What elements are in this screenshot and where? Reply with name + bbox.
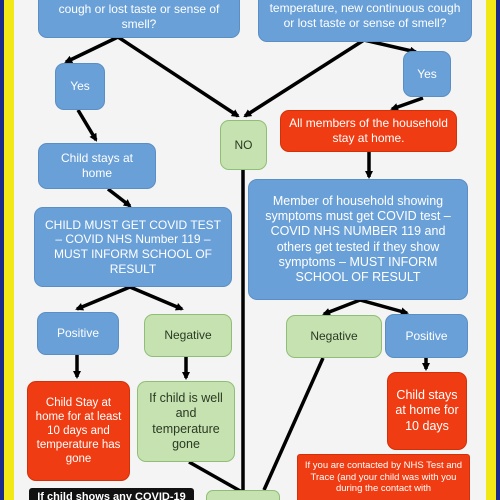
connector-arrows — [64, 35, 430, 494]
child-must-test-box: CHILD MUST GET COVID TEST – COVID NHS Nu… — [34, 207, 232, 287]
arrow-q1-to-no — [117, 35, 240, 118]
no-box: NO — [220, 120, 267, 170]
child-stays-10-days-right-box: Child stays at home for 10 days — [387, 372, 467, 450]
arrow-child-home-to-test — [106, 187, 132, 208]
arrow-q2-to-yes — [363, 38, 418, 55]
child-stays-home-box: Child stays at home — [38, 143, 156, 189]
flowchart-canvas: cough or lost taste or sense of smell? t… — [14, 0, 486, 500]
yes-right-label: Yes — [417, 66, 437, 81]
question-right-text: temperature, new continuous cough or los… — [269, 0, 461, 30]
positive-right-label: Positive — [405, 328, 448, 343]
nhs-contact-note-box: If you are contacted by NHS Test and Tra… — [297, 454, 470, 500]
arrow-test-to-negative-right — [322, 298, 361, 316]
positive-box-left: Positive — [37, 312, 119, 355]
positive-box-right: Positive — [385, 314, 468, 358]
question-box-left: cough or lost taste or sense of smell? — [38, 0, 240, 38]
arrow-test-to-negative-left — [129, 285, 184, 311]
positive-left-label: Positive — [56, 326, 100, 341]
household-stay-home-box: All members of the household stay at hom… — [280, 110, 457, 152]
child-stay-10-days-text: Child Stay at home for at least 10 days … — [35, 396, 122, 466]
negative-right-label: Negative — [310, 329, 358, 344]
arrow-yes-to-household — [390, 96, 424, 111]
child-well-box: If child is well and temperature gone — [137, 381, 235, 462]
question-box-right: temperature, new continuous cough or los… — [258, 0, 472, 42]
yes-box-left: Yes — [55, 63, 105, 110]
household-must-test-text: Member of household showing symptoms mus… — [265, 193, 451, 284]
child-stay-10-days-box: Child Stay at home for at least 10 days … — [27, 381, 130, 481]
bottom-green-box — [206, 490, 280, 500]
arrow-test-to-positive-right — [359, 298, 409, 316]
child-stays-10-days-right-text: Child stays at home for 10 days — [395, 388, 459, 433]
bottom-note-text: If child shows any COVID-19 — [37, 491, 186, 500]
arrow-negative-right-down — [262, 357, 325, 491]
arrow-test-to-positive-left — [75, 285, 131, 311]
question-left-text: cough or lost taste or sense of smell? — [58, 1, 220, 31]
household-must-test-box: Member of household showing symptoms mus… — [248, 179, 468, 300]
bottom-note-box: If child shows any COVID-19 — [29, 488, 194, 500]
yes-box-right: Yes — [403, 51, 451, 97]
negative-box-left: Negative — [144, 314, 232, 357]
arrow-yes-to-child-home — [76, 109, 98, 142]
child-well-text: If child is well and temperature gone — [149, 391, 223, 451]
arrow-well-down — [188, 460, 243, 494]
child-stays-home-text: Child stays at home — [60, 151, 134, 180]
child-must-test-text: CHILD MUST GET COVID TEST – COVID NHS Nu… — [44, 217, 222, 276]
yes-left-label: Yes — [70, 79, 90, 94]
negative-left-label: Negative — [164, 328, 212, 343]
no-label: NO — [234, 137, 253, 152]
negative-box-right: Negative — [286, 315, 382, 358]
nhs-contact-note-text: If you are contacted by NHS Test and Tra… — [304, 460, 463, 495]
arrow-q2-to-no — [243, 38, 365, 118]
arrow-q1-to-yes — [64, 35, 119, 64]
household-stay-home-text: All members of the household stay at hom… — [289, 116, 448, 145]
